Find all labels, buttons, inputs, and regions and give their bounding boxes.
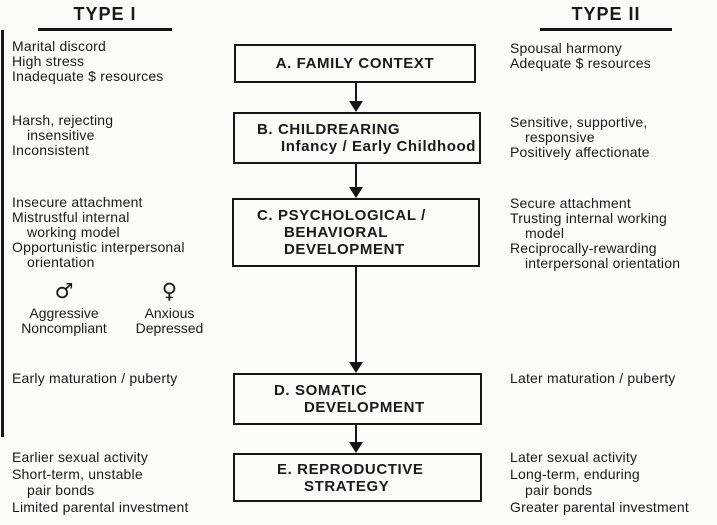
box-title: D. SOMATIC <box>274 382 368 399</box>
text-line: Positively affectionate <box>510 144 650 160</box>
type1-family-context-labels: Marital discord High stress Inadequate $… <box>12 39 164 84</box>
type1-childrearing-labels: Harsh, rejecting insensitive Inconsisten… <box>12 113 113 158</box>
type2-reproductive-labels: Later sexual activity Long-term, endurin… <box>510 449 689 515</box>
arrow-c-to-d <box>349 267 363 373</box>
type2-psychological-labels: Secure attachment Trusting internal work… <box>510 196 680 271</box>
type1-somatic-labels: Early maturation / puberty <box>12 371 178 386</box>
text-line: Later maturation / puberty <box>510 370 676 386</box>
text-line: working model <box>27 224 120 240</box>
box-title: DEVELOPMENT <box>284 241 405 258</box>
text-line: Marital discord <box>12 38 107 54</box>
flow-box-somatic-development: D. SOMATIC DEVELOPMENT <box>233 373 482 425</box>
text-line: Sensitive, supportive, <box>510 114 648 130</box>
type1-reproductive-labels: Earlier sexual activity Short-term, unst… <box>12 449 189 515</box>
scan-artifact-line <box>1 30 4 437</box>
text-line: Insecure attachment <box>12 194 143 210</box>
type2-family-context-labels: Spousal harmony Adequate $ resources <box>510 41 651 71</box>
type2-childrearing-labels: Sensitive, supportive, responsive Positi… <box>510 115 650 160</box>
type1-male-traits-group: ♂ Aggressive Noncompliant <box>20 276 108 336</box>
text-line: model <box>525 225 565 241</box>
text-line: Aggressive <box>29 305 99 321</box>
arrow-shaft <box>355 83 357 103</box>
arrow-shaft <box>355 425 357 444</box>
box-title: DEVELOPMENT <box>304 399 425 416</box>
arrowhead-icon <box>349 101 363 112</box>
type-i-header: TYPE I <box>38 4 172 31</box>
type1-female-traits-group: ♀ Anxious Depressed <box>122 276 217 336</box>
flow-box-family-context: A. FAMILY CONTEXT <box>234 44 476 83</box>
text-line: Opportunistic interpersonal <box>12 239 185 255</box>
arrow-b-to-c <box>349 164 363 198</box>
flow-box-childrearing: B. CHILDREARING Infancy / Early Childhoo… <box>233 112 481 164</box>
arrowhead-icon <box>349 442 363 453</box>
flow-box-reproductive-strategy: E. REPRODUCTIVE STRATEGY <box>233 453 482 502</box>
text-line: Mistrustful internal <box>12 209 130 225</box>
arrow-shaft <box>355 164 357 189</box>
text-line: High stress <box>12 53 85 69</box>
box-title: B. CHILDREARING <box>257 121 401 138</box>
box-subtitle: Infancy / Early Childhood <box>281 138 477 155</box>
text-line: Trusting internal working <box>510 210 667 226</box>
text-line: Early maturation / puberty <box>12 370 178 386</box>
text-line: Harsh, rejecting <box>12 112 114 128</box>
text-line: pair bonds <box>27 482 95 498</box>
flow-box-psychological-development: C. PSYCHOLOGICAL / BEHAVIORAL DEVELOPMEN… <box>232 198 480 267</box>
arrow-shaft <box>355 267 357 364</box>
male-symbol-icon: ♂ <box>54 279 74 303</box>
text-line: interpersonal orientation <box>525 255 681 271</box>
text-line: Earlier sexual activity <box>12 449 149 465</box>
text-line: Limited parental investment <box>12 498 189 515</box>
text-line: Long-term, enduring <box>510 465 640 482</box>
box-title: A. FAMILY CONTEXT <box>275 55 435 72</box>
arrow-a-to-b <box>349 83 363 112</box>
arrow-d-to-e <box>349 425 363 453</box>
text-line: Adequate $ resources <box>510 55 651 71</box>
box-title: E. REPRODUCTIVE <box>277 460 424 478</box>
text-line: Inconsistent <box>12 142 90 158</box>
arrowhead-icon <box>349 362 363 373</box>
text-line: Short-term, unstable <box>12 465 143 482</box>
text-line: orientation <box>27 254 95 270</box>
text-line: Spousal harmony <box>510 40 622 56</box>
text-line: Anxious <box>144 305 195 321</box>
box-title: C. PSYCHOLOGICAL / <box>257 207 426 224</box>
female-symbol-icon: ♀ <box>161 279 178 303</box>
box-title: BEHAVIORAL <box>284 224 389 241</box>
text-line: Greater parental investment <box>510 498 689 515</box>
text-line: Later sexual activity <box>510 449 638 465</box>
text-line: responsive <box>525 129 595 145</box>
text-line: Noncompliant <box>21 320 107 336</box>
text-line: insensitive <box>27 127 95 143</box>
text-line: pair bonds <box>525 482 593 498</box>
type-ii-header: TYPE II <box>540 4 672 31</box>
box-title: STRATEGY <box>304 477 390 495</box>
type1-psychological-labels: Insecure attachment Mistrustful internal… <box>12 195 185 270</box>
text-line: Secure attachment <box>510 195 631 211</box>
arrowhead-icon <box>349 187 363 198</box>
text-line: Depressed <box>135 320 204 336</box>
type2-somatic-labels: Later maturation / puberty <box>510 371 676 386</box>
text-line: Inadequate $ resources <box>12 68 164 84</box>
text-line: Reciprocally-rewarding <box>510 240 657 256</box>
